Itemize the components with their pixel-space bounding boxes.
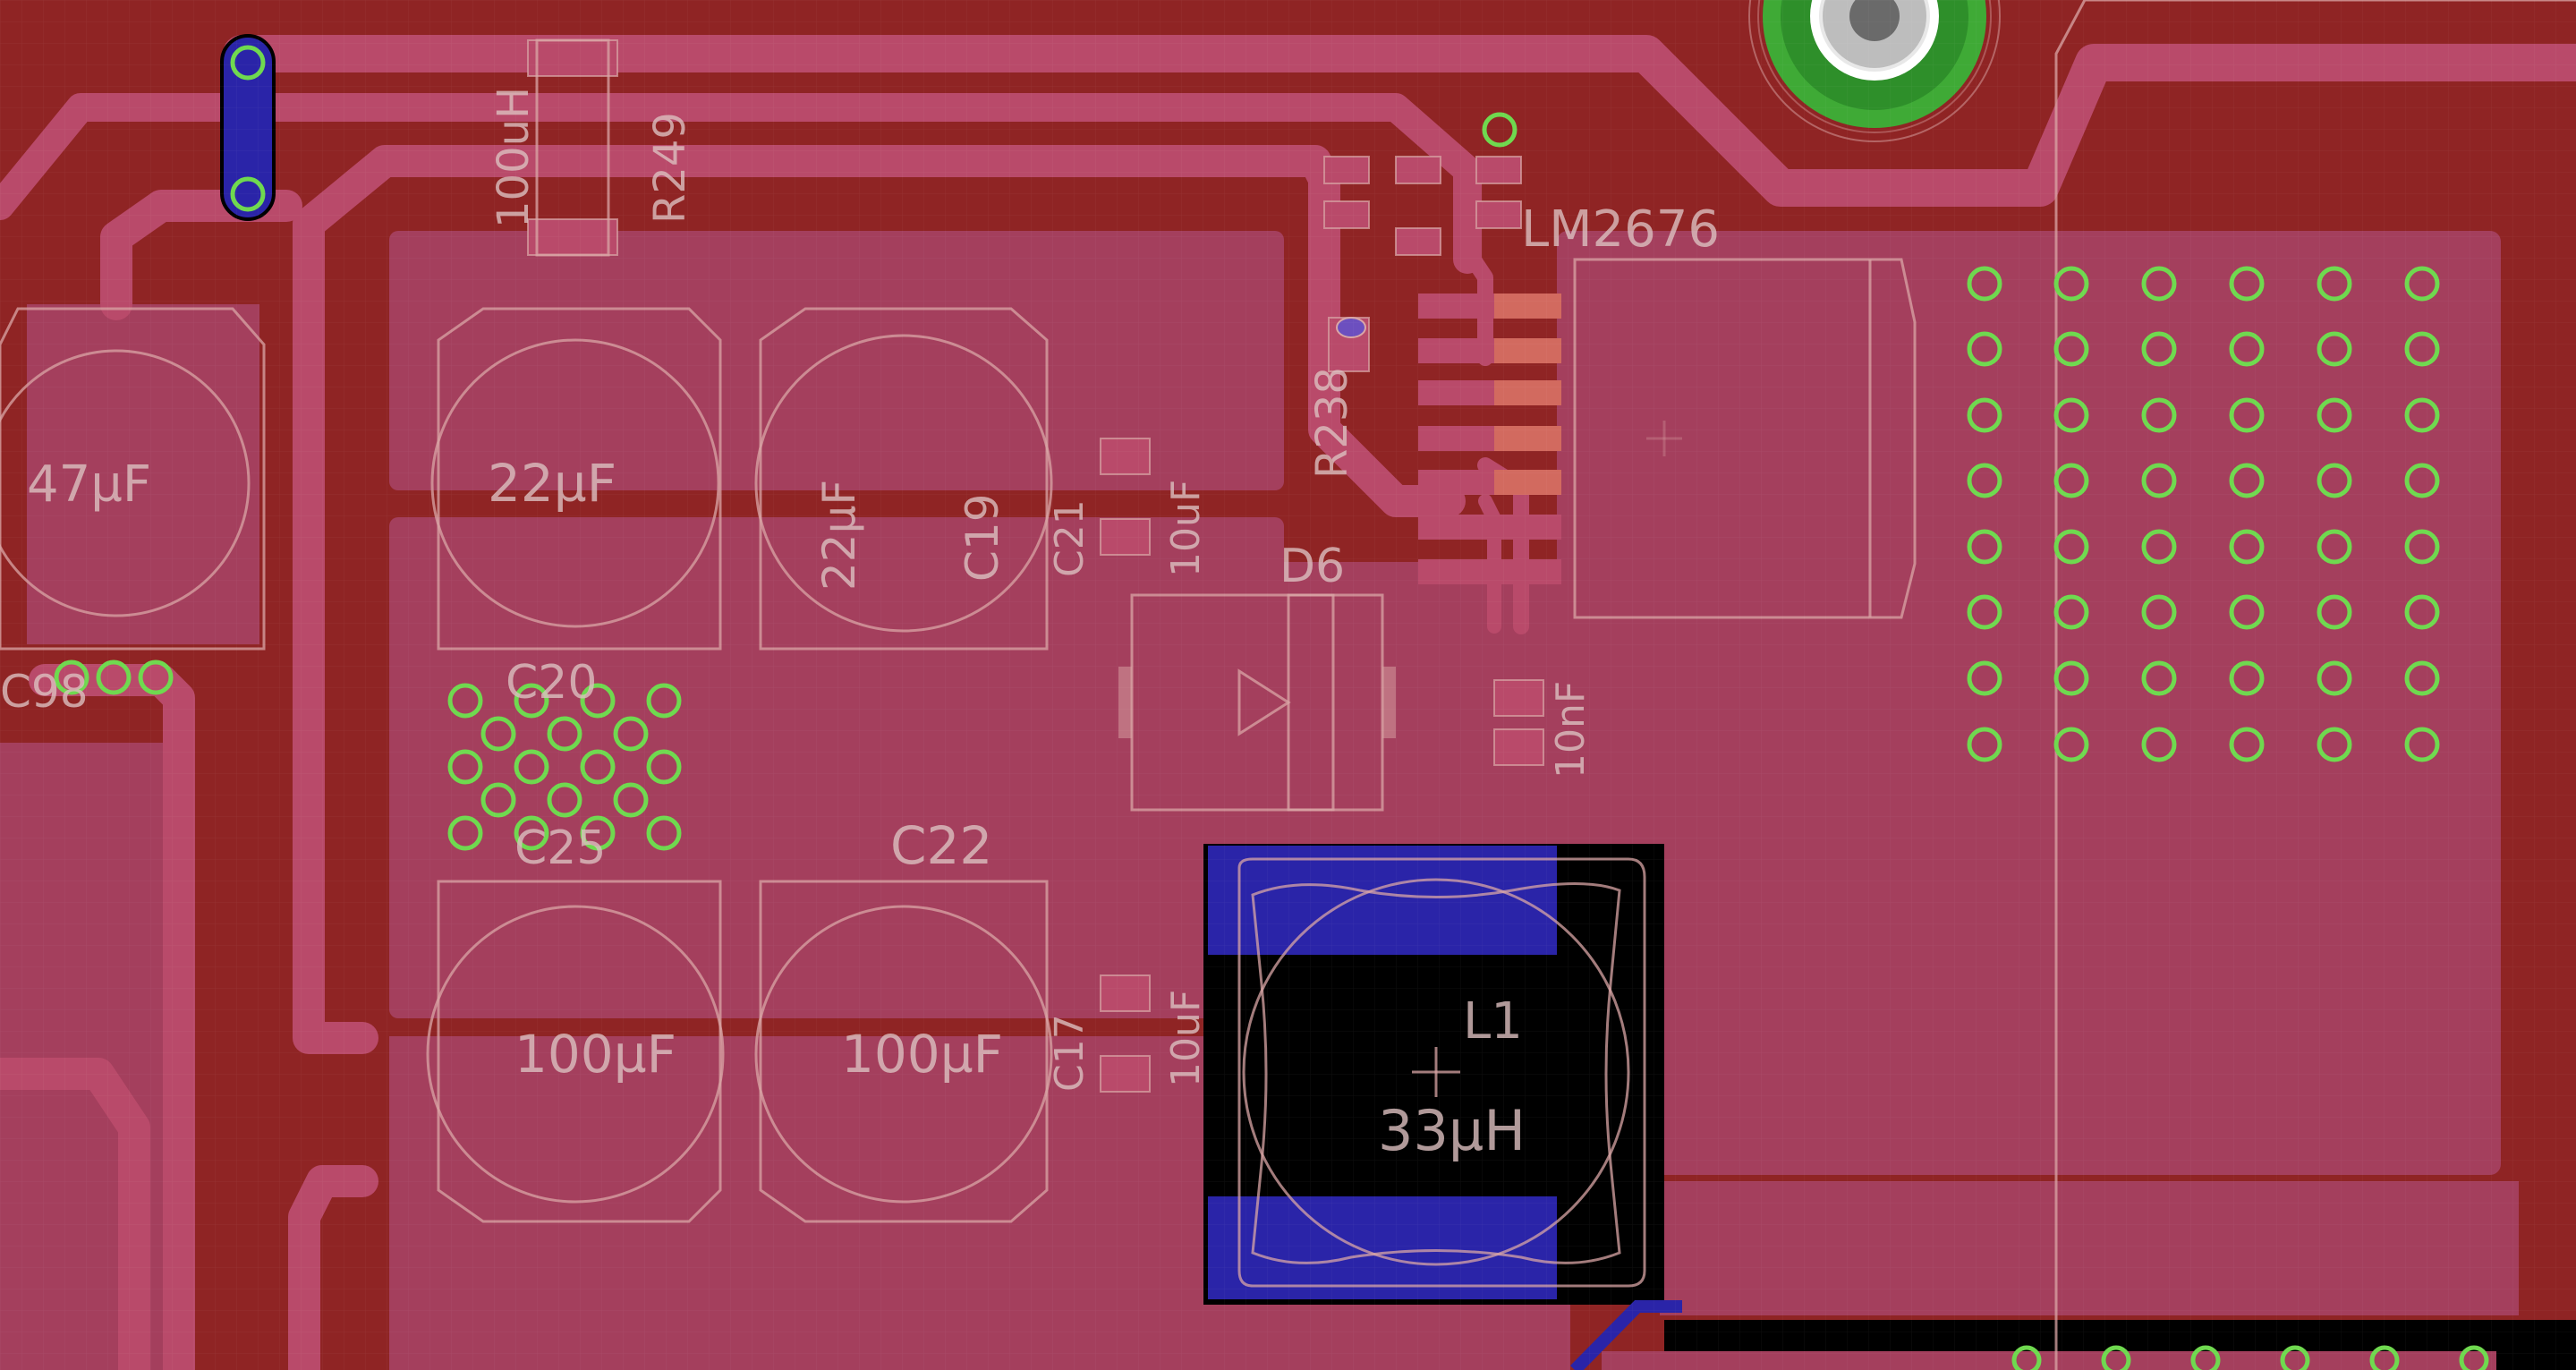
label-100uf-b: 100µF xyxy=(841,1024,1003,1085)
small-oval-pad xyxy=(1336,317,1366,338)
label-r238: R238 xyxy=(1307,367,1357,479)
label-10nf: 10nF xyxy=(1548,681,1594,779)
label-c25: C25 xyxy=(514,821,606,875)
label-c98: C98 xyxy=(0,666,89,718)
inductor-value: 33µH xyxy=(1378,1098,1526,1163)
label-c22: C22 xyxy=(890,815,992,876)
label-c17: C17 xyxy=(1047,1014,1092,1092)
label-c20: C20 xyxy=(506,656,597,710)
label-lm2676: LM2676 xyxy=(1521,200,1720,259)
label-10uf-b: 10uF xyxy=(1163,990,1209,1087)
label-100uh: 100uH xyxy=(489,87,539,228)
label-47uf: 47µF xyxy=(27,455,151,514)
slot-hole xyxy=(220,34,276,221)
inductor-l1[interactable]: L1 33µH xyxy=(1203,844,1664,1305)
label-r249: R249 xyxy=(645,112,695,224)
label-d6: D6 xyxy=(1279,540,1345,593)
label-100uf-a: 100µF xyxy=(514,1024,676,1085)
label-10uf-a: 10uF xyxy=(1163,480,1209,577)
label-22uf-b: 22µF xyxy=(813,480,865,591)
inductor-designator: L1 xyxy=(1463,992,1523,1051)
label-22uf: 22µF xyxy=(488,453,616,514)
label-c19: C19 xyxy=(956,493,1008,582)
label-c21: C21 xyxy=(1047,499,1092,577)
